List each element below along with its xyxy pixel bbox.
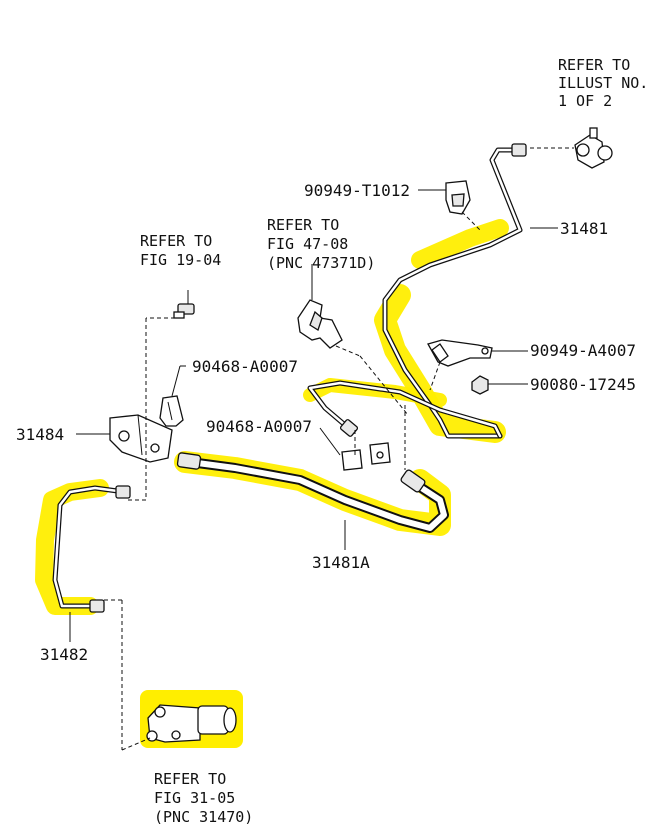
label-90949-t1012: 90949-T1012 (304, 181, 410, 200)
ref-illust-1-of-2: REFER TO ILLUST NO. 1 OF 2 (558, 56, 648, 110)
svg-text:FIG 31-05: FIG 31-05 (154, 789, 235, 807)
flare-nut-31482-top (115, 485, 131, 499)
hose-end-fitting-right (400, 469, 426, 493)
svg-text:(PNC 47371D): (PNC 47371D) (267, 254, 375, 272)
clip-90468-a0007-mid (341, 442, 391, 471)
label-31481a: 31481A (312, 553, 370, 572)
label-90949-a4007: 90949-A4007 (530, 341, 636, 360)
label-90080-17245: 90080-17245 (530, 375, 636, 394)
clip-90468-a0007-top (159, 395, 184, 427)
label-90468-a0007-mid: 90468-A0007 (206, 417, 312, 436)
svg-text:REFER TO: REFER TO (140, 232, 212, 250)
flare-nut-31482-bottom (89, 599, 105, 613)
flare-nut-31481-top (511, 143, 527, 157)
clamp-90949-t1012 (445, 180, 471, 215)
bracket-90949-a4007 (427, 339, 493, 367)
highlight-31481-upper (411, 219, 509, 269)
pipe-31481 (307, 143, 527, 439)
master-cylinder-connector (574, 127, 613, 169)
svg-text:1 OF 2: 1 OF 2 (558, 92, 612, 110)
ref-fig-47-08: REFER TO FIG 47-08 (PNC 47371D) (267, 216, 375, 272)
highlight-31482 (35, 479, 109, 615)
leader-lines (69, 147, 574, 751)
bracket-31484 (109, 414, 173, 463)
svg-text:(PNC 31470): (PNC 31470) (154, 808, 253, 825)
ref-fig-19-04: REFER TO FIG 19-04 (140, 232, 221, 269)
label-31481: 31481 (560, 219, 608, 238)
clutch-slave-cylinder (146, 704, 237, 743)
bolt-fig-19-04 (173, 303, 195, 319)
label-31482: 31482 (40, 645, 88, 664)
svg-text:REFER TO: REFER TO (267, 216, 339, 234)
label-90468-a0007-top: 90468-A0007 (192, 357, 298, 376)
hose-31481a (176, 452, 449, 533)
pipe-31482 (52, 485, 131, 613)
svg-text:REFER TO: REFER TO (558, 56, 630, 74)
ref-fig-31-05: REFER TO FIG 31-05 (PNC 31470) (154, 770, 253, 825)
svg-text:FIG 19-04: FIG 19-04 (140, 251, 221, 269)
svg-text:REFER TO: REFER TO (154, 770, 226, 788)
flare-nut-31481-bottom (339, 419, 359, 437)
svg-text:ILLUST NO.: ILLUST NO. (558, 74, 648, 92)
bracket-fig-47-08 (297, 299, 343, 349)
nut-90080-17245 (471, 375, 489, 395)
svg-text:FIG 47-08: FIG 47-08 (267, 235, 348, 253)
label-31484: 31484 (16, 425, 64, 444)
hose-end-fitting-left (176, 452, 202, 470)
